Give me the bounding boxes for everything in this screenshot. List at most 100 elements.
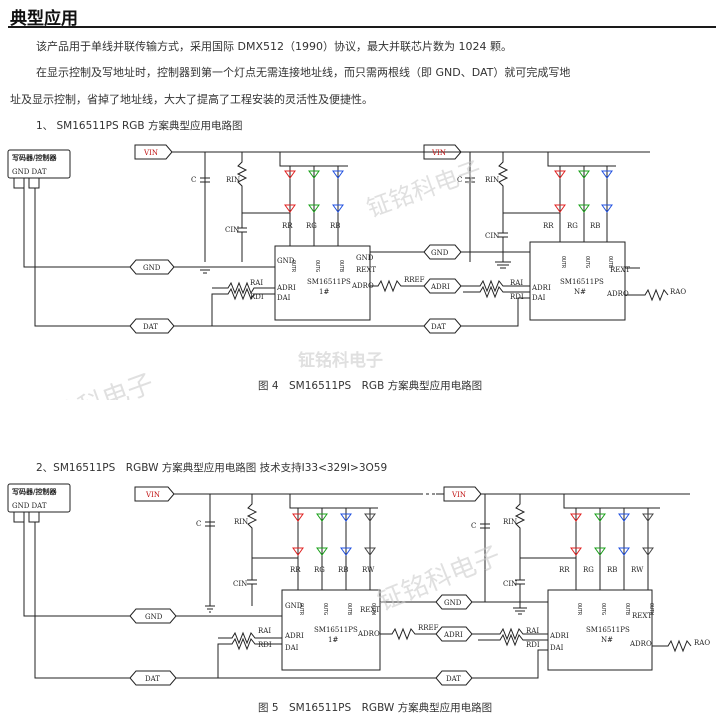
svg-text:RR: RR	[282, 222, 293, 230]
svg-text:RREF: RREF	[418, 624, 439, 632]
svg-text:RW: RW	[631, 566, 644, 574]
svg-text:RIN: RIN	[234, 518, 248, 526]
svg-text:RAI: RAI	[510, 279, 523, 287]
svg-text:RG: RG	[306, 222, 317, 230]
svg-text:OUTR: OUTR	[290, 260, 296, 273]
svg-text:C: C	[196, 520, 201, 528]
svg-text:GND: GND	[285, 602, 303, 610]
rgb-circuit-diagram: 写码器/控制器 GND DAT VIN VIN GND DAT DAT ADRI…	[7, 144, 686, 400]
adri-tag: ADRI	[430, 283, 450, 291]
controller-pins: GND DAT	[12, 168, 47, 176]
diagram1-subtitle: 1、 SM16511PS RGB 方案典型应用电路图	[36, 120, 243, 132]
controller-label: 写码器/控制器	[12, 153, 58, 162]
dat-tag: DAT	[143, 323, 158, 331]
svg-text:OUTG: OUTG	[322, 603, 328, 615]
svg-text:CIN: CIN	[485, 232, 499, 240]
svg-text:GND: GND	[277, 257, 295, 265]
svg-text:写码器/控制器: 写码器/控制器	[12, 487, 58, 496]
svg-text:RAI: RAI	[250, 279, 263, 287]
watermark-2: 钲铭科电子	[25, 369, 157, 400]
gnd-tag-2: GND	[431, 249, 449, 257]
chip-n-box	[529, 241, 626, 321]
svg-text:RDI: RDI	[250, 293, 264, 301]
svg-text:ADRI: ADRI	[276, 284, 296, 292]
vin-tag-1: VIN	[143, 149, 158, 157]
svg-text:DAT: DAT	[145, 675, 160, 683]
svg-text:SM16511PS: SM16511PS	[586, 626, 630, 634]
svg-text:DAT: DAT	[446, 675, 461, 683]
paragraph-control-line2: 址及显示控制，省掉了地址线，大大了提高了工程安装的灵活性及便捷性。	[10, 93, 373, 106]
svg-text:C: C	[191, 176, 196, 184]
svg-text:ADRO: ADRO	[629, 640, 652, 648]
svg-text:RG: RG	[314, 566, 325, 574]
figure-4-caption: 图 4 SM16511PS RGB 方案典型应用电路图	[258, 380, 483, 392]
svg-text:OUTB: OUTB	[607, 256, 613, 268]
section-title: 典型应用	[10, 9, 78, 29]
svg-text:OUTB: OUTB	[338, 260, 344, 272]
svg-text:1#: 1#	[319, 288, 329, 296]
svg-text:ADRO: ADRO	[606, 290, 629, 298]
svg-text:CIN: CIN	[233, 580, 247, 588]
svg-text:OUTR: OUTR	[298, 603, 304, 616]
dat-tag-2: DAT	[431, 323, 446, 331]
svg-text:GND DAT: GND DAT	[12, 502, 47, 510]
svg-text:DAI: DAI	[550, 644, 564, 652]
paragraph-protocol: 该产品用于单线并联传输方式，采用国际 DMX512（1990）协议，最大并联芯片…	[36, 40, 512, 53]
svg-text:RIN: RIN	[226, 176, 240, 184]
svg-text:RAI: RAI	[526, 627, 539, 635]
svg-text:ADRI: ADRI	[531, 284, 551, 292]
svg-text:RR: RR	[543, 222, 554, 230]
svg-text:ADRI: ADRI	[549, 632, 569, 640]
svg-text:RDI: RDI	[258, 641, 272, 649]
svg-text:RAI: RAI	[258, 627, 271, 635]
svg-text:VIN: VIN	[145, 491, 160, 499]
svg-text:N#: N#	[574, 288, 586, 296]
svg-text:DAI: DAI	[285, 644, 299, 652]
watermark-center: 钲铭科电子	[298, 350, 383, 371]
svg-text:OUTR: OUTR	[576, 603, 582, 616]
diagram2-subtitle: 2、SM16511PS RGBW 方案典型应用电路图 技术支持I33<329I>…	[36, 462, 388, 474]
svg-text:RAO: RAO	[670, 288, 686, 296]
svg-text:RB: RB	[607, 566, 617, 574]
svg-text:OUTB: OUTB	[624, 603, 630, 615]
svg-text:DAI: DAI	[532, 294, 546, 302]
svg-text:C: C	[457, 176, 462, 184]
svg-text:RG: RG	[567, 222, 578, 230]
svg-text:C: C	[471, 522, 476, 530]
svg-text:SM16511PS: SM16511PS	[314, 626, 358, 634]
svg-text:REXT: REXT	[610, 266, 630, 274]
svg-text:REXT: REXT	[356, 266, 376, 274]
svg-text:REXT: REXT	[632, 612, 652, 620]
svg-text:OUTG: OUTG	[314, 260, 320, 272]
svg-text:GND: GND	[444, 599, 462, 607]
figure-5-caption: 图 5 SM16511PS RGBW 方案典型应用电路图	[258, 702, 493, 714]
svg-text:RG: RG	[583, 566, 594, 574]
svg-text:REXT: REXT	[360, 606, 380, 614]
svg-text:RB: RB	[590, 222, 600, 230]
chip1-name: SM16511PS	[307, 278, 351, 286]
chip-1-box	[274, 245, 371, 321]
svg-text:RW: RW	[362, 566, 375, 574]
vin-tag-2: VIN	[431, 149, 446, 157]
svg-text:DAI: DAI	[277, 294, 291, 302]
svg-text:RIN: RIN	[503, 518, 517, 526]
svg-text:RR: RR	[559, 566, 570, 574]
svg-text:CIN: CIN	[503, 580, 517, 588]
svg-text:OUTG: OUTG	[584, 256, 590, 268]
svg-text:RAO: RAO	[694, 639, 710, 647]
svg-text:1#: 1#	[328, 636, 338, 644]
svg-text:OUTW: OUTW	[370, 603, 376, 616]
svg-text:OUTR: OUTR	[560, 256, 566, 269]
svg-text:RR: RR	[290, 566, 301, 574]
svg-text:CIN: CIN	[225, 226, 239, 234]
svg-text:ADRI: ADRI	[284, 632, 304, 640]
svg-text:N#: N#	[601, 636, 613, 644]
svg-text:ADRO: ADRO	[351, 282, 374, 290]
svg-text:OUTW: OUTW	[648, 603, 654, 616]
svg-text:ADRO: ADRO	[357, 630, 380, 638]
svg-text:GND: GND	[356, 254, 374, 262]
title-rule	[8, 26, 716, 28]
svg-text:OUTB: OUTB	[346, 603, 352, 615]
gnd-tag: GND	[143, 264, 161, 272]
svg-text:RIN: RIN	[485, 176, 499, 184]
